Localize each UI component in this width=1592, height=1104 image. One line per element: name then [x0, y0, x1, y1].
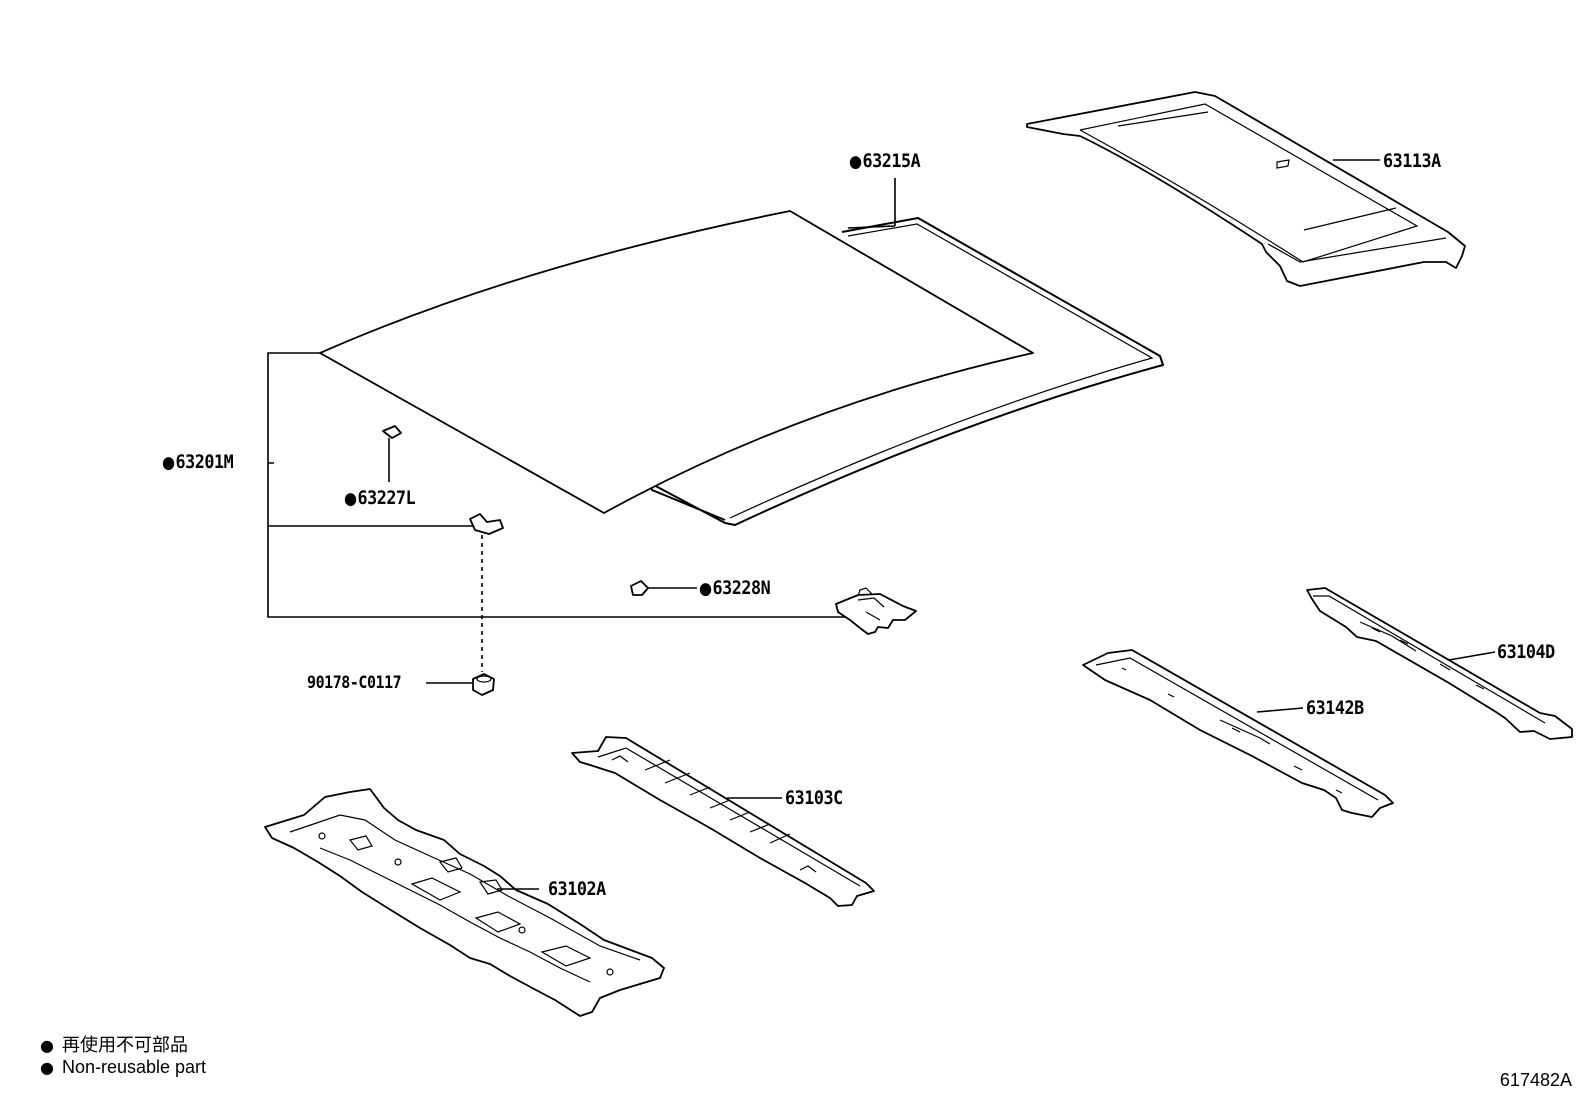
clip-63227L [382, 425, 402, 482]
part-number-text: 63102A [548, 878, 606, 900]
part-number-text: 63228N [712, 577, 771, 599]
nut-90178-C0117 [426, 673, 495, 696]
clip-assembly-63201M [835, 587, 917, 635]
part-63103C-bow [571, 736, 875, 907]
label-63227L: 63227L [344, 487, 416, 509]
legend-text-japanese: 再使用不可部品 [61, 1035, 188, 1055]
part-number-text: 63201M [175, 451, 234, 473]
part-number-text: 63103C [785, 787, 843, 809]
legend-line-english: ● Non-reusable part [40, 1057, 206, 1078]
part-63142B-bow [1082, 649, 1394, 818]
clip-63228N [630, 580, 697, 596]
part-number-text: 63215A [862, 150, 921, 172]
label-63142B: 63142B [1306, 697, 1364, 719]
legend-text-english: Non-reusable part [61, 1057, 207, 1077]
leader-63215A [847, 178, 896, 229]
part-63102A-header [264, 788, 665, 1017]
label-63103C: 63103C [785, 787, 843, 809]
roof-panel-front-sheet [319, 210, 1034, 514]
part-number-text: 63113A [1383, 150, 1441, 172]
label-63102A: 63102A [548, 878, 606, 900]
label-63104D: 63104D [1497, 641, 1555, 663]
part-63104D-rail [1306, 587, 1573, 740]
label-63201M: 63201M [162, 451, 234, 473]
part-63113A-panel [1026, 91, 1466, 287]
leader-63104D [1448, 651, 1496, 661]
non-reusable-bullet-icon: ● [40, 1036, 54, 1055]
diagram-id: 617482A [1499, 1070, 1572, 1090]
part-number-text: 63142B [1306, 697, 1364, 719]
leader-63142B [1256, 707, 1304, 713]
part-number-text: 63104D [1497, 641, 1555, 663]
part-number-text: 90178-C0117 [307, 673, 402, 693]
part-number-text: 63227L [357, 487, 416, 509]
bracket-63201M [267, 352, 858, 618]
label-90178-C0117: 90178-C0117 [307, 673, 402, 693]
legend-line-japanese: ● 再使用不可部品 [40, 1031, 188, 1057]
clip-bracket-part [469, 513, 504, 535]
label-63215A: 63215A [849, 150, 921, 172]
label-63228N: 63228N [699, 577, 771, 599]
label-63113A: 63113A [1383, 150, 1441, 172]
non-reusable-bullet-icon: ● [40, 1058, 54, 1077]
roof-panel-rear-sheet [649, 217, 1164, 526]
